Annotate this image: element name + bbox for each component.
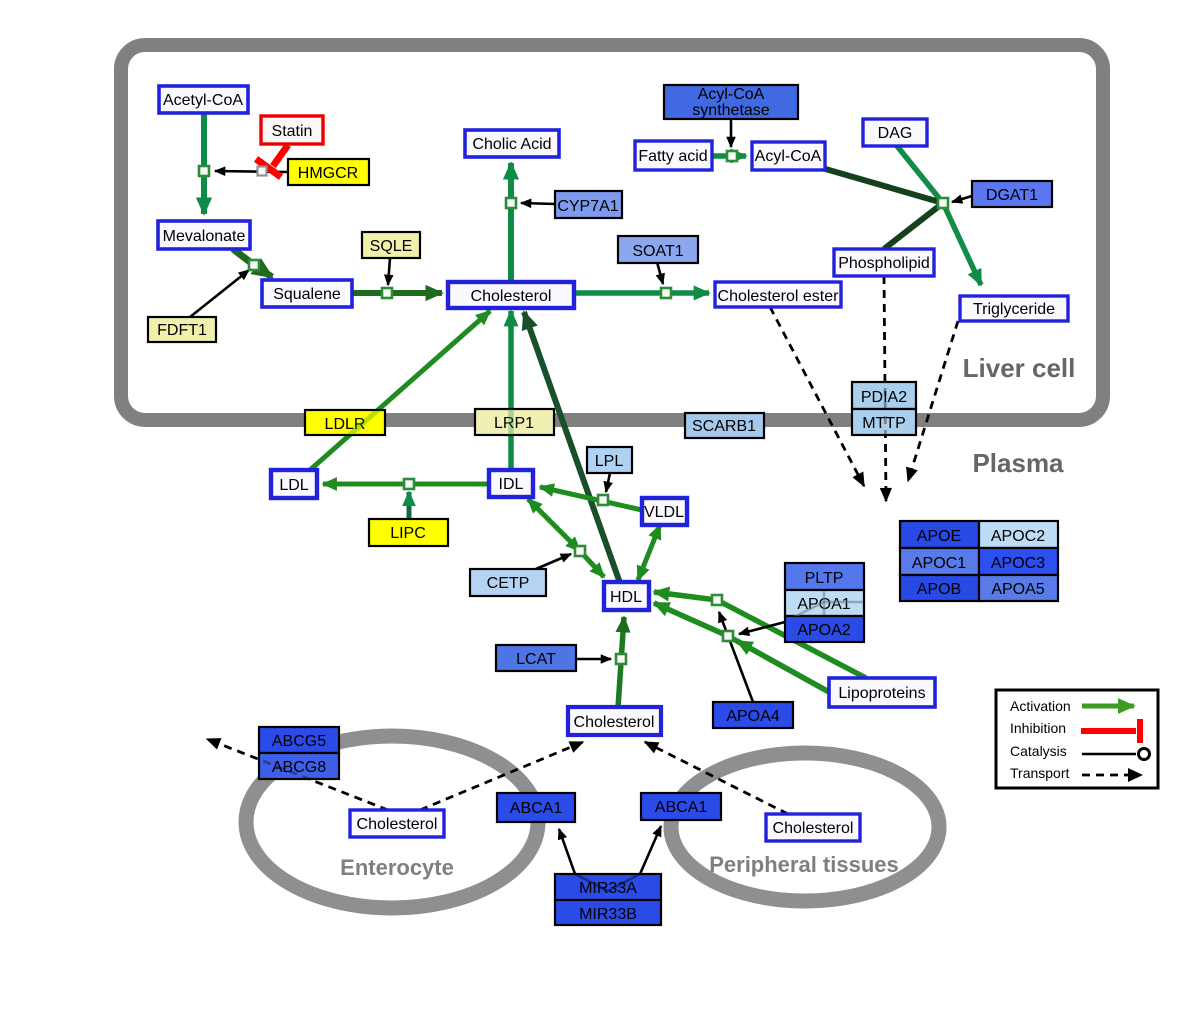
svg-text:Triglyceride: Triglyceride (973, 301, 1055, 318)
svg-text:Lipoproteins: Lipoproteins (838, 685, 925, 702)
svg-text:SOAT1: SOAT1 (632, 243, 683, 260)
svg-text:APOA4: APOA4 (726, 708, 779, 725)
svg-text:DAG: DAG (878, 125, 913, 142)
svg-text:Mevalonate: Mevalonate (163, 228, 246, 245)
svg-text:APOE: APOE (917, 528, 961, 545)
svg-text:Acyl-CoA: Acyl-CoA (755, 148, 822, 165)
svg-text:synthetase: synthetase (692, 102, 769, 119)
svg-text:Plasma: Plasma (972, 448, 1064, 478)
svg-text:LRP1: LRP1 (494, 415, 534, 432)
svg-text:Fatty acid: Fatty acid (638, 148, 707, 165)
svg-text:APOC1: APOC1 (912, 555, 966, 572)
svg-text:LDLR: LDLR (325, 416, 366, 433)
svg-text:Peripheral tissues: Peripheral tissues (709, 852, 899, 877)
svg-text:Acetyl-CoA: Acetyl-CoA (163, 92, 243, 109)
svg-text:DGAT1: DGAT1 (986, 187, 1038, 204)
svg-text:Inhibition: Inhibition (1010, 720, 1066, 736)
svg-text:Cholic Acid: Cholic Acid (472, 136, 551, 153)
svg-text:SCARB1: SCARB1 (692, 418, 756, 435)
svg-text:PLTP: PLTP (805, 570, 844, 587)
svg-text:MIR33A: MIR33A (579, 880, 637, 897)
svg-text:HMGCR: HMGCR (298, 165, 358, 182)
svg-text:SQLE: SQLE (370, 238, 413, 255)
svg-text:APOB: APOB (917, 581, 961, 598)
svg-text:Phospholipid: Phospholipid (838, 255, 930, 272)
svg-text:Acyl-CoA: Acyl-CoA (698, 86, 765, 103)
svg-text:LPL: LPL (595, 453, 624, 470)
svg-text:ABCG5: ABCG5 (272, 733, 326, 750)
svg-text:Statin: Statin (272, 123, 313, 140)
svg-text:Squalene: Squalene (273, 286, 341, 303)
svg-text:MTTP: MTTP (862, 415, 906, 432)
svg-text:ABCG8: ABCG8 (272, 759, 326, 776)
svg-text:APOC2: APOC2 (991, 528, 1045, 545)
svg-text:PDIA2: PDIA2 (861, 389, 907, 406)
svg-text:MIR33B: MIR33B (579, 906, 637, 923)
svg-text:Cholesterol: Cholesterol (471, 288, 552, 305)
svg-text:CETP: CETP (487, 575, 530, 592)
svg-text:APOC3: APOC3 (991, 555, 1045, 572)
svg-text:Catalysis: Catalysis (1010, 743, 1067, 759)
svg-text:LCAT: LCAT (516, 651, 556, 668)
svg-text:Cholesterol ester: Cholesterol ester (718, 288, 840, 305)
svg-text:LDL: LDL (279, 477, 308, 494)
svg-text:ABCA1: ABCA1 (510, 800, 563, 817)
svg-text:APOA5: APOA5 (991, 581, 1044, 598)
svg-text:Cholesterol: Cholesterol (574, 714, 655, 731)
svg-text:IDL: IDL (499, 476, 524, 493)
svg-text:Cholesterol: Cholesterol (773, 820, 854, 837)
svg-text:HDL: HDL (610, 589, 642, 606)
svg-text:Activation: Activation (1010, 698, 1071, 714)
svg-text:Liver cell: Liver cell (963, 353, 1076, 383)
svg-text:Enterocyte: Enterocyte (340, 855, 454, 880)
svg-text:VLDL: VLDL (644, 504, 684, 521)
svg-text:Transport: Transport (1010, 765, 1070, 781)
svg-text:ABCA1: ABCA1 (655, 799, 708, 816)
svg-text:FDFT1: FDFT1 (157, 322, 207, 339)
svg-text:CYP7A1: CYP7A1 (557, 198, 618, 215)
svg-text:Cholesterol: Cholesterol (357, 816, 438, 833)
svg-text:LIPC: LIPC (390, 525, 426, 542)
svg-text:APOA2: APOA2 (797, 622, 850, 639)
